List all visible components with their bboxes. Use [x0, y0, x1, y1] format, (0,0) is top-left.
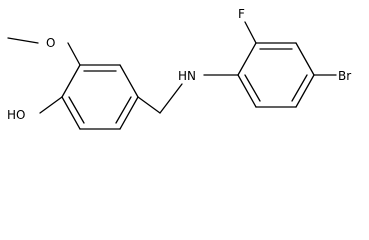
bonds [7, 21, 337, 130]
bond-ring2-a [237, 42, 257, 76]
bond-ring1-e [61, 96, 81, 130]
bond-ring1-c [119, 96, 139, 130]
label-bromine: Br [338, 69, 351, 83]
bond-ring2-double-3 [244, 74, 261, 102]
bond-hydroxyl [39, 96, 63, 114]
label-hydroxyl: HO [7, 108, 25, 122]
bond-ring1-double-3 [68, 96, 85, 124]
bond-ch2-n [159, 83, 183, 114]
atom-labels: O HO HN F Br [7, 7, 351, 122]
bond-ring1-f [61, 64, 81, 98]
bond-ring2-c [295, 42, 315, 76]
bond-ring2-f [237, 74, 257, 108]
bond-ring2-double-2 [291, 74, 308, 102]
label-amine: HN [178, 69, 196, 83]
bond-ring1-double-2 [115, 96, 132, 124]
bond-ring1-ch2 [137, 96, 161, 114]
bond-fluorine [244, 21, 257, 44]
label-methoxy-oxygen: O [46, 36, 55, 50]
bond-ring1-b [119, 64, 139, 98]
bond-methoxy-ring [67, 42, 81, 66]
bond-ring2-d [295, 74, 315, 108]
bond-methyl [7, 37, 39, 44]
chemical-structure: O HO HN F Br [7, 7, 351, 130]
label-fluorine: F [238, 7, 245, 21]
